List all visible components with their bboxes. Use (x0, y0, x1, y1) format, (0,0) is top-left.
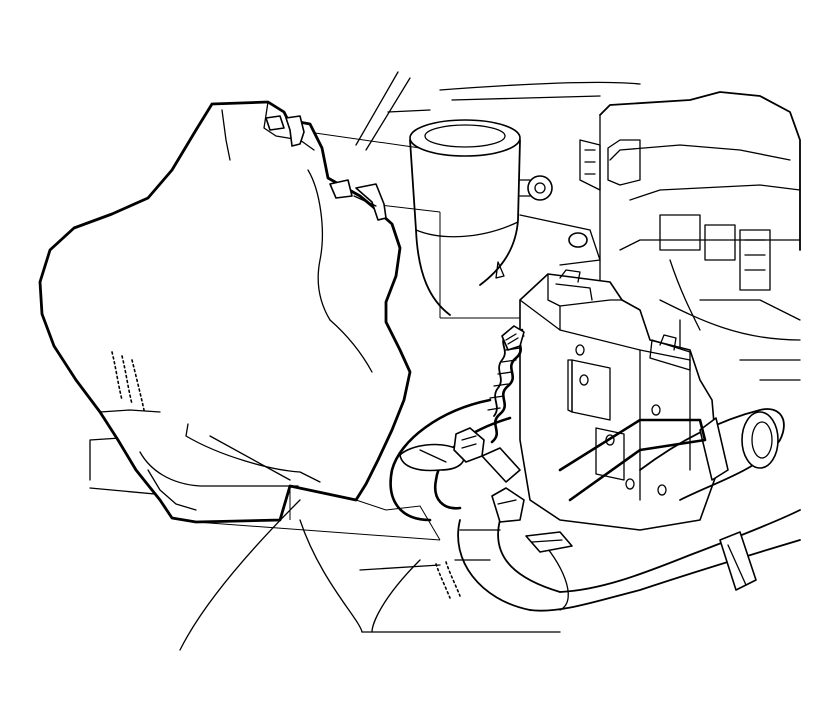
control-module (519, 269, 719, 531)
reservoir-cover (38, 100, 412, 524)
cover-edge-lines (195, 486, 441, 541)
engine-body (579, 91, 801, 381)
vehicle-body-lines (89, 71, 641, 651)
alignment-lines (307, 131, 520, 319)
brake-fluid-reservoir (409, 119, 601, 316)
wiring-connectors (435, 427, 573, 599)
radiator-hoses (389, 398, 801, 612)
